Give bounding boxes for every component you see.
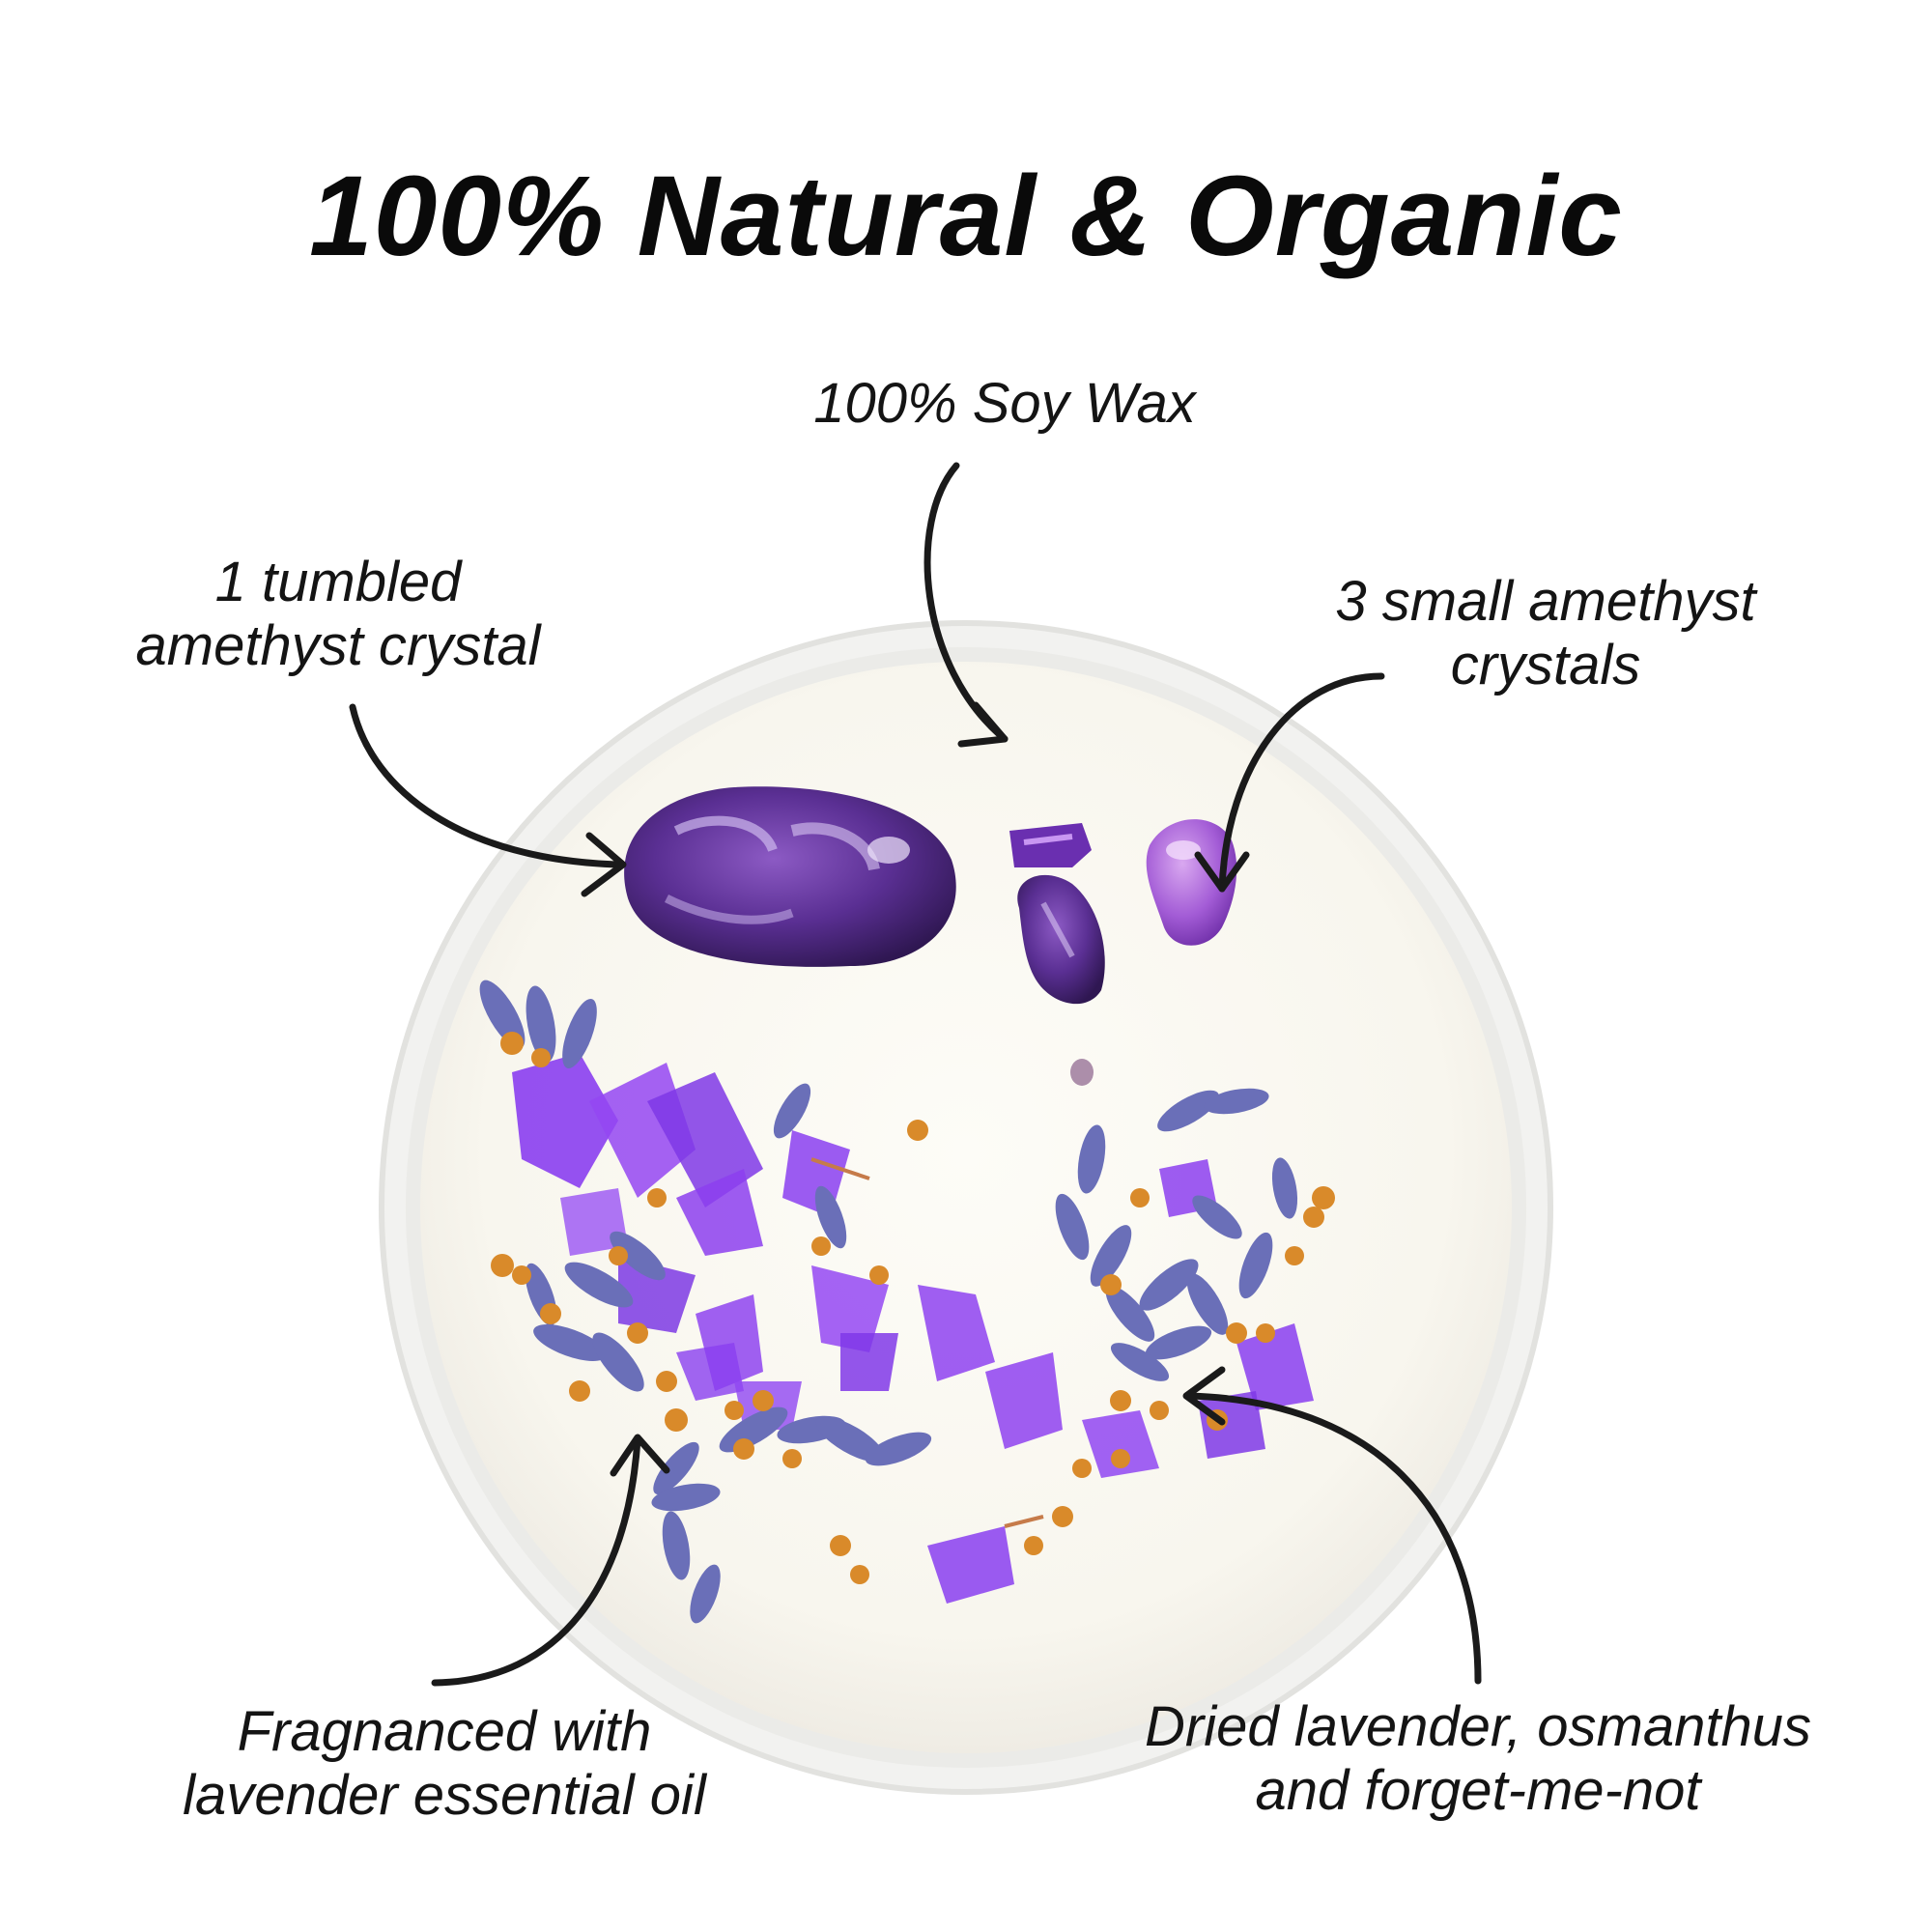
arrow-soy-wax <box>923 462 1009 748</box>
label-small-amethyst: 3 small amethyst crystals <box>1256 570 1835 696</box>
label-tumbled-line2: amethyst crystal <box>135 613 541 677</box>
label-fragrance-line2: lavender essential oil <box>183 1763 706 1827</box>
label-tumbled-amethyst: 1 tumbled amethyst crystal <box>77 551 599 677</box>
arrow-small-amethyst <box>1194 672 1385 893</box>
arrow-tumbled-amethyst <box>349 703 627 897</box>
label-fragrance: Fragnanced with lavender essential oil <box>106 1700 782 1827</box>
dried-flowers-left <box>479 980 995 1512</box>
annotation-arrows <box>349 462 1482 1687</box>
small-amethyst-chips <box>1009 819 1237 1086</box>
label-soy-wax: 100% Soy Wax <box>676 372 1333 436</box>
label-small-line1: 3 small amethyst <box>1335 570 1756 633</box>
label-dried-flowers: Dried lavender, osmanthus and forget-me-… <box>1072 1695 1884 1822</box>
label-dried-line1: Dried lavender, osmanthus <box>1145 1695 1811 1758</box>
dried-flowers-right <box>662 1088 1335 1624</box>
tumbled-amethyst-stone <box>624 786 956 967</box>
label-tumbled-line1: 1 tumbled <box>214 551 462 613</box>
arrow-fragrance <box>431 1434 670 1687</box>
label-fragrance-line1: Fragnanced with <box>237 1700 652 1763</box>
label-soy-wax-text: 100% Soy Wax <box>813 372 1196 435</box>
label-small-line2: crystals <box>1450 633 1641 696</box>
arrow-dried-flowers <box>1182 1366 1482 1685</box>
label-dried-line2: and forget-me-not <box>1255 1758 1701 1822</box>
candle-tin <box>379 620 1553 1795</box>
page-title: 100% Natural & Organic <box>309 153 1623 280</box>
